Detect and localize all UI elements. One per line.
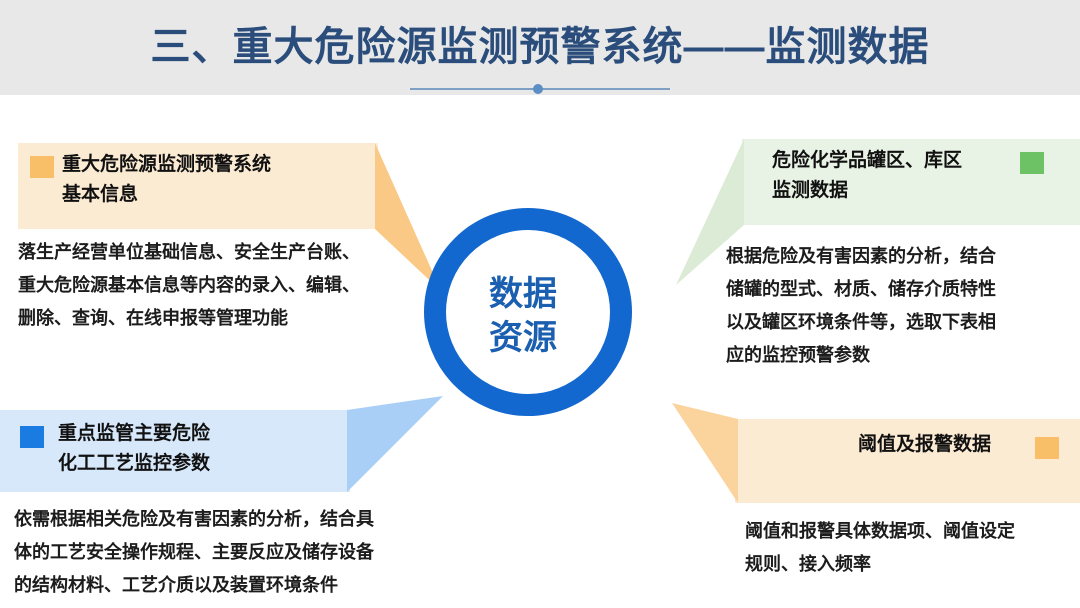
quadrant-top-left: 重大危险源监测预警系统 基本信息 落生产经营单位基础信息、安全生产台账、 重大危…	[0, 0, 378, 328]
bullet-square-icon-bottom-left	[20, 426, 44, 448]
body-top-left: 落生产经营单位基础信息、安全生产台账、 重大危险源基本信息等内容的录入、编辑、 …	[18, 236, 360, 335]
body-top-right-line4: 应的监控预警参数	[726, 345, 870, 365]
heading-bottom-right-line1: 阈值及报警数据	[858, 434, 992, 455]
heading-bottom-left-line2: 化工工艺监控参数	[58, 453, 211, 474]
body-top-left-line2: 重大危险源基本信息等内容的录入、编辑、	[18, 275, 360, 295]
heading-top-right-line1: 危险化学品罐区、库区	[772, 150, 963, 171]
body-bottom-left-line2: 体的工艺安全操作规程、主要反应及储存设备	[14, 542, 374, 562]
center-ring	[424, 208, 632, 416]
heading-top-left: 重大危险源监测预警系统 基本信息	[62, 150, 271, 210]
quadrant-bottom-right: 阈值及报警数据 阈值和报警具体数据项、阈值设定 规则、接入频率	[0, 0, 1080, 574]
body-top-right-line3: 以及罐区环境条件等，选取下表相	[726, 312, 996, 332]
body-bottom-left-line3: 的结构材料、工艺介质以及装置环境条件	[14, 575, 338, 595]
bullet-square-icon-bottom-right	[1035, 437, 1059, 459]
heading-top-left-line2: 基本信息	[62, 184, 139, 205]
body-top-right-line1: 根据危险及有害因素的分析，结合	[726, 246, 996, 266]
bullet-square-icon-top-right	[1020, 152, 1044, 174]
center-label-line1: 数据	[489, 275, 557, 313]
body-bottom-right-line2: 规则、接入频率	[745, 554, 871, 574]
quadrant-bottom-left: 重点监管主要危险 化工工艺监控参数 依需根据相关危险及有害因素的分析，结合具 体…	[0, 0, 374, 595]
connector-wedge-bottom-right	[672, 403, 738, 503]
connector-wedge-bottom-left	[347, 396, 443, 492]
body-top-left-line3: 删除、查询、在线申报等管理功能	[18, 308, 288, 328]
body-top-left-line1: 落生产经营单位基础信息、安全生产台账、	[18, 242, 360, 262]
heading-bottom-left-line1: 重点监管主要危险	[58, 423, 211, 444]
title-underline-dot-icon	[533, 84, 543, 94]
banner-bottom-left	[0, 410, 350, 492]
heading-bottom-right: 阈值及报警数据	[858, 430, 991, 460]
body-top-right-line2: 储罐的型式、材质、储存介质特性	[726, 279, 996, 299]
connector-wedge-top-right	[676, 139, 744, 285]
body-bottom-right-line1: 阈值和报警具体数据项、阈值设定	[745, 521, 1015, 541]
page-title: 三、重大危险源监测预警系统——监测数据	[150, 25, 930, 69]
heading-top-left-line1: 重大危险源监测预警系统	[62, 154, 272, 175]
heading-top-right: 危险化学品罐区、库区 监测数据	[772, 146, 962, 206]
quadrant-top-right: 危险化学品罐区、库区 监测数据 根据危险及有害因素的分析，结合 储罐的型式、材质…	[0, 0, 1080, 365]
connector-wedge-top-left	[375, 143, 441, 291]
body-top-right: 根据危险及有害因素的分析，结合 储罐的型式、材质、储存介质特性 以及罐区环境条件…	[726, 240, 996, 372]
body-bottom-right: 阈值和报警具体数据项、阈值设定 规则、接入频率	[745, 515, 1015, 581]
banner-bottom-right	[735, 419, 1080, 503]
heading-top-right-line2: 监测数据	[772, 180, 849, 201]
heading-bottom-left: 重点监管主要危险 化工工艺监控参数	[58, 419, 210, 479]
slide-header: 三、重大危险源监测预警系统——监测数据	[0, 0, 1080, 95]
body-bottom-left-line1: 依需根据相关危险及有害因素的分析，结合具	[14, 509, 374, 529]
banner-top-left	[18, 143, 378, 229]
body-bottom-left: 依需根据相关危险及有害因素的分析，结合具 体的工艺安全操作规程、主要反应及储存设…	[14, 503, 374, 602]
center-label: 数据 资源	[489, 272, 619, 360]
bullet-square-icon-top-left	[30, 156, 54, 178]
center-label-line2: 资源	[489, 319, 557, 357]
